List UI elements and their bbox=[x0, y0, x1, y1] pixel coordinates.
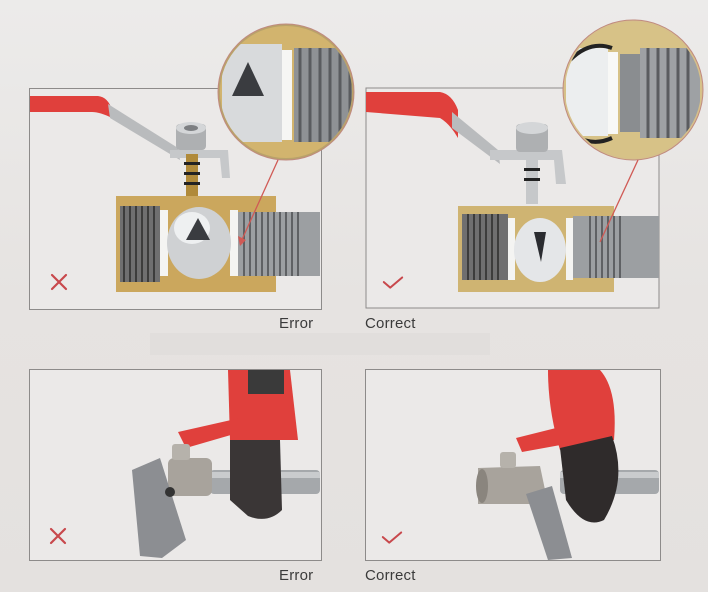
valve-cutaway-error-illustration bbox=[30, 19, 704, 309]
check-icon bbox=[381, 531, 403, 544]
cross-icon bbox=[50, 273, 68, 291]
check-icon bbox=[382, 276, 404, 289]
divider-band bbox=[150, 333, 490, 355]
label-error-top: Error bbox=[279, 315, 314, 332]
label-correct-top: Correct bbox=[365, 315, 416, 332]
cross-icon bbox=[49, 527, 67, 545]
label-error-bottom: Error bbox=[279, 567, 314, 584]
label-correct-bottom: Correct bbox=[365, 567, 416, 584]
